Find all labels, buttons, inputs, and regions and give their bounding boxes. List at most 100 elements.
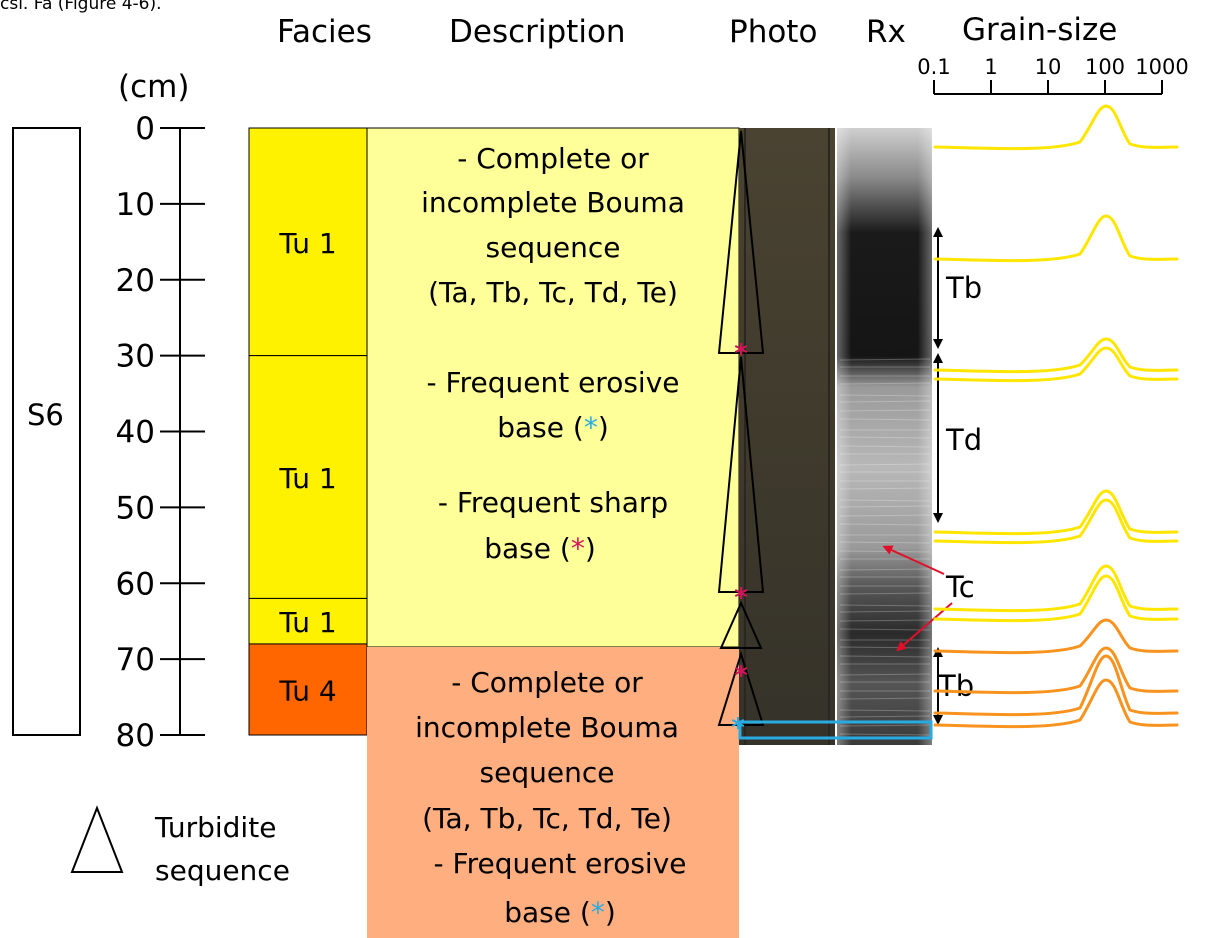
header-photo: Photo	[729, 14, 817, 50]
description-upper-text: - Complete or incomplete Bouma sequence …	[421, 142, 685, 565]
rx-lamina	[839, 673, 931, 676]
desc-upper-line-2: incomplete Bouma	[421, 186, 685, 219]
desc-lower-line-2: incomplete Bouma	[415, 711, 679, 744]
grain-size-curve	[933, 337, 1179, 374]
rx-label-tb-lower: Tb	[937, 669, 974, 703]
header-rx: Rx	[866, 14, 906, 50]
header-description: Description	[449, 14, 626, 50]
facies-label: Tu 4	[278, 674, 336, 707]
depth-tick-label: 20	[116, 263, 155, 299]
rx-lamina	[839, 568, 931, 571]
sequence-box	[12, 127, 81, 736]
facies-label: Tu 1	[278, 462, 336, 495]
sequence-label: S6	[27, 398, 64, 432]
facies-block	[248, 355, 368, 599]
grain-size-tick-label: 0.1	[917, 55, 950, 79]
rx-lamina	[839, 400, 931, 403]
sharp-base-asterisk: *	[571, 532, 585, 565]
desc-lower-erosive-base: base (*)	[504, 896, 616, 929]
legend-line-2: sequence	[155, 854, 290, 887]
turbidite-triangle-2	[717, 356, 765, 593]
desc-upper-line-6: base (	[497, 411, 584, 444]
desc-lower-line-4: (Ta, Tb, Tc, Td, Te)	[422, 802, 672, 835]
grain-size-curve	[933, 214, 1179, 263]
grain-size-curve	[933, 646, 1179, 695]
description-lower-text: - Complete or incomplete Bouma sequence …	[415, 666, 686, 929]
depth-tick-label: 50	[116, 490, 155, 526]
turbidite-triangle-3	[719, 600, 763, 649]
rx-lamina	[839, 697, 931, 700]
description-panel-lower	[367, 647, 739, 938]
sharp-base-marker-3: *	[734, 661, 748, 691]
desc-upper-line-3: sequence	[486, 231, 621, 264]
rx-lamina	[839, 358, 931, 361]
core-photo	[739, 128, 835, 745]
facies-column: Tu 1 Tu 1 Tu 1 Tu 4	[248, 127, 368, 736]
desc-upper-line-4: (Ta, Tb, Tc, Td, Te)	[428, 276, 678, 309]
legend: Turbidite sequence	[70, 805, 290, 887]
grain-size-curve	[933, 574, 1179, 623]
depth-unit: (cm)	[118, 69, 189, 105]
rx-lamina	[839, 487, 931, 490]
base-markers: * * * *	[731, 339, 748, 743]
desc-lower-line-5: - Frequent erosive	[434, 847, 687, 880]
grain-size-curve	[933, 654, 1179, 717]
rx-lamina	[839, 715, 931, 718]
erosive-base-highlight	[738, 720, 933, 740]
grain-size-tick-label: 100	[1085, 55, 1125, 79]
rx-lamina	[839, 499, 931, 502]
rx-lamina	[839, 604, 931, 607]
grain-size-tick-label: 1000	[1135, 55, 1188, 79]
facies-label: Tu 1	[278, 606, 336, 639]
legend-line-1: Turbidite	[154, 811, 276, 844]
desc-upper-line-8: - Frequent sharp	[438, 486, 668, 519]
erosive-base-asterisk: *	[584, 411, 598, 444]
erosive-base-asterisk-lower: *	[591, 896, 605, 929]
grain-size-curve	[933, 618, 1179, 655]
desc-lower-line-6: base (	[504, 896, 591, 929]
rx-lamina	[839, 409, 931, 412]
grain-size-curve	[933, 489, 1179, 536]
rx-lamina	[839, 514, 931, 517]
rx-lamina	[839, 541, 931, 544]
turbidite-triangle-legend-icon	[70, 805, 124, 873]
tc-arrow-1	[882, 545, 945, 575]
sharp-base-marker-2: *	[734, 583, 748, 613]
grain-size-curve	[933, 498, 1179, 545]
depth-tick-label: 10	[116, 187, 155, 223]
header-facies: Facies	[277, 14, 372, 50]
depth-tick-label: 30	[116, 339, 155, 375]
rx-lamina	[839, 709, 931, 712]
facies-block	[248, 643, 368, 736]
desc-upper-close-paren-2: )	[585, 532, 596, 565]
desc-upper-line-1: - Complete or	[457, 142, 649, 175]
sharp-base-marker-1: *	[734, 339, 748, 369]
rx-label-tc: Tc	[945, 570, 975, 604]
desc-lower-line-1: - Complete or	[451, 666, 643, 699]
rx-lamina	[839, 505, 931, 508]
desc-upper-erosive-base: base (*)	[497, 411, 609, 444]
caption-fragment: csl. Fa (Figure 4-6).	[0, 0, 162, 14]
grain-size-curve	[933, 564, 1179, 613]
rx-lamina	[839, 733, 931, 736]
grain-size-curve	[933, 346, 1179, 383]
rx-lamina	[839, 523, 931, 526]
desc-upper-close-paren-1: )	[598, 411, 609, 444]
rx-lamina	[839, 619, 931, 622]
grain-size-curves	[933, 104, 1179, 729]
rx-image	[837, 128, 932, 745]
depth-tick-label: 80	[116, 718, 155, 754]
desc-upper-sharp-base: base (*)	[484, 532, 596, 565]
rx-lamina	[839, 418, 931, 421]
facies-label: Tu 1	[278, 227, 336, 260]
description-panel-upper	[366, 127, 740, 648]
rx-label-td: Td	[945, 423, 982, 457]
turbidite-triangle-1	[717, 130, 765, 354]
rx-lamina	[839, 436, 931, 439]
rx-lamina	[839, 382, 931, 385]
grain-size-tick-label: 1	[984, 55, 997, 79]
desc-lower-line-3: sequence	[480, 756, 615, 789]
rx-lamina	[839, 445, 931, 448]
desc-upper-line-9: base (	[484, 532, 571, 565]
